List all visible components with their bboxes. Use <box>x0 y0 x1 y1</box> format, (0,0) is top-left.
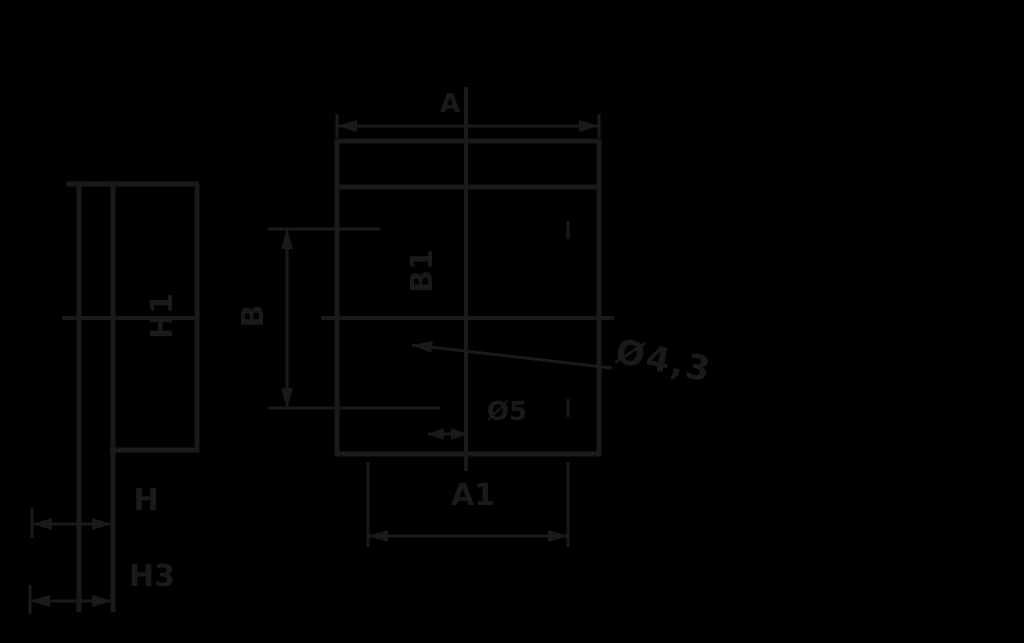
side-view: H H3 H1 <box>28 181 200 614</box>
arrowhead-right <box>92 595 112 607</box>
dim-label-h3: H3 <box>129 559 175 594</box>
dim-label-h: H <box>133 483 158 518</box>
arrowhead-left <box>30 595 50 607</box>
leader-line <box>411 343 613 370</box>
dim-label-a1: A1 <box>451 478 495 513</box>
dim-label-b1: B1 <box>405 249 440 293</box>
arrowhead-bottom <box>281 388 293 408</box>
dim-label-a: A <box>440 89 460 119</box>
arrowhead-left <box>428 428 444 440</box>
arrowhead-right <box>548 530 568 542</box>
arrowhead-right <box>451 428 467 440</box>
leader-label: Ø4,3 <box>612 331 715 390</box>
dim-label-center: Ø5 <box>487 397 527 427</box>
arrowhead-top <box>281 229 293 249</box>
leader-callout: Ø4,3 <box>411 331 715 391</box>
dimension-h: H <box>30 483 159 538</box>
dimension-b: B <box>236 227 440 410</box>
dimension-a: A <box>335 89 601 138</box>
dim-label-h1: H1 <box>145 293 180 339</box>
front-view: A B B1 A1 Ø5 <box>236 87 715 547</box>
arrowhead-left <box>368 530 388 542</box>
dim-label-b: B <box>236 305 271 328</box>
arrowhead-right <box>579 120 599 132</box>
arrowhead-left <box>32 518 52 530</box>
dimension-a1: A1 <box>366 462 570 547</box>
arrowhead-left <box>337 120 357 132</box>
arrowhead <box>412 341 433 353</box>
dimension-center: Ø5 <box>428 397 527 440</box>
dimension-h3: H3 <box>28 559 175 614</box>
arrowhead-right <box>92 518 112 530</box>
